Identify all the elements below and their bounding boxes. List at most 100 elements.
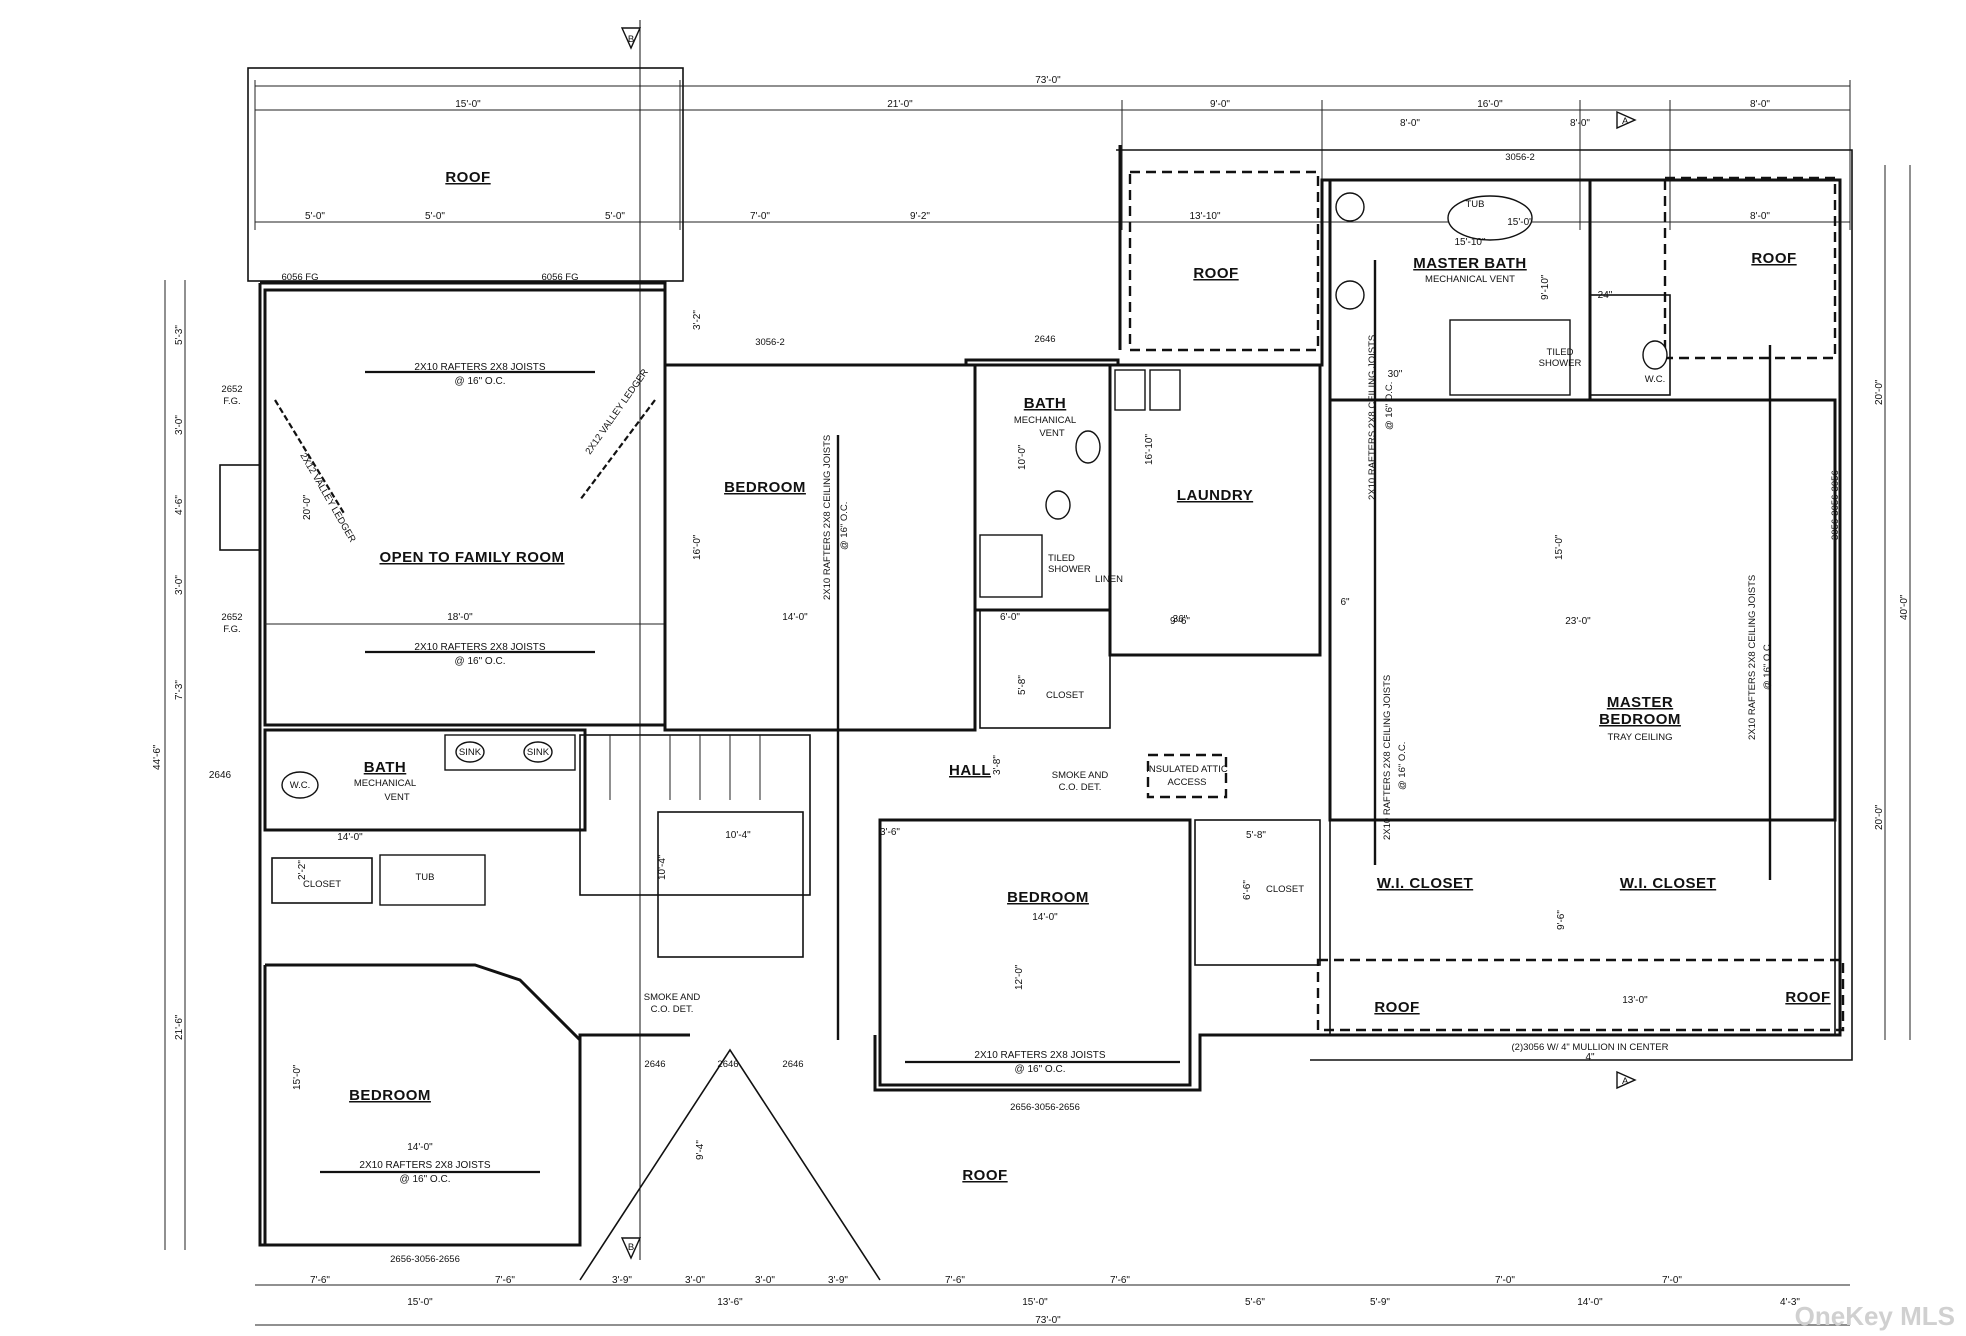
stair-height-dim: 10'-4" [657, 854, 668, 880]
dim-top-4: 16'-0" [1477, 99, 1503, 110]
tub-label-1: TUB [1466, 199, 1485, 210]
window-2656-3056-b: 2656-3056-2656 [1010, 1102, 1080, 1113]
dim-left-4: 3'-0" [174, 575, 185, 595]
laundry-label: LAUNDRY [1177, 487, 1253, 504]
bath-upper-label: BATH [1024, 395, 1067, 412]
dim-top-7: 8'-0" [1570, 118, 1590, 129]
window-2646-b1: 2646 [644, 1059, 665, 1070]
dim-top-2: 21'-0" [887, 99, 913, 110]
fg-label-b: F.G. [223, 624, 240, 635]
wi-closet-1-label: W.I. CLOSET [1377, 875, 1473, 892]
window-2652-b: 2652 [221, 612, 242, 623]
smoke-1: SMOKE AND [1052, 770, 1109, 781]
wic-width-dim: 13'-0" [1622, 995, 1648, 1006]
dim-r2-d: 7'-0" [750, 211, 770, 222]
oc-note-3: @ 16" O.C. [1015, 1064, 1066, 1075]
section-b-top-marker [620, 27, 642, 50]
roof-label-right-top: ROOF [1751, 250, 1796, 267]
rafters-note-2: 2X10 RAFTERS 2X8 JOISTS [414, 642, 545, 653]
dim-left-3: 4'-6" [174, 495, 185, 515]
oc-note-4: @ 16" O.C. [400, 1174, 451, 1185]
sink-icon [1335, 280, 1365, 310]
wic-height-dim: 9'-6" [1556, 910, 1567, 930]
valley-ledger-line [274, 399, 346, 516]
master-bath-width-dim: 15'-0" [1507, 217, 1533, 228]
sink-icon [1075, 430, 1101, 464]
section-a-bottom-marker [1616, 1070, 1637, 1090]
dim-right-2: 20'-0" [1874, 804, 1885, 830]
fg-label-a: F.G. [223, 396, 240, 407]
valley-ledger-note: 2X12 VALLEY LEDGER [583, 367, 650, 457]
mech-vent-2: MECHANICAL [354, 778, 416, 789]
sink-icon [1335, 192, 1365, 222]
roof-label-bottom-center: ROOF [962, 1167, 1007, 1184]
dim-left-2: 3'-0" [174, 415, 185, 435]
dim-b5: 5'-9" [1370, 1297, 1390, 1308]
dim-b3: 15'-0" [1022, 1297, 1048, 1308]
dim-24: 24" [1598, 290, 1613, 301]
bedroom-1-height-dim: 16'-0" [692, 534, 703, 560]
mech-vent-1: MECHANICAL [1014, 415, 1076, 426]
rafters-note-1: 2X10 RAFTERS 2X8 JOISTS [414, 362, 545, 373]
bedroom-1-label: BEDROOM [724, 479, 806, 496]
hall-label: HALL [949, 762, 991, 779]
toilet-icon [1642, 340, 1668, 370]
oc-note-2: @ 16" O.C. [455, 656, 506, 667]
closet-3-walls [1194, 819, 1321, 966]
dim-top-3: 9'-0" [1210, 99, 1230, 110]
bath-height-dim: 10'-0" [1017, 444, 1028, 470]
section-b-bottom-label: B [628, 1242, 634, 1253]
master-bath-label: MASTER BATH [1413, 255, 1527, 272]
dim-left-6: 21'-6" [174, 1014, 185, 1040]
bath-width-dim: 6'-0" [1000, 612, 1020, 623]
dim-c1: 7'-6" [310, 1275, 330, 1286]
attic-label: INSULATED ATTIC [1146, 764, 1228, 775]
dim-c9: 7'-0" [1495, 1275, 1515, 1286]
dim-top-6: 8'-0" [1400, 118, 1420, 129]
ceiling-note-4b: @ 16" O.C. [1762, 642, 1773, 690]
window-3056-a: 3056-2 [755, 337, 785, 348]
closet-hall-walls [979, 609, 1111, 729]
window-6056-a: 6056 FG [282, 272, 319, 283]
family-room-label: OPEN TO FAMILY ROOM [379, 549, 564, 566]
dim-left-1: 5'-3" [174, 325, 185, 345]
dim-left-overall: 44'-6" [152, 744, 163, 770]
closet-width-dim: 5'-8" [1246, 830, 1266, 841]
laundry-width-dim: 9'-6" [1170, 616, 1190, 627]
wi-closets-walls [1329, 819, 1836, 1036]
roof-label-bottom-right: ROOF [1785, 989, 1830, 1006]
roof-outline-left [247, 67, 684, 282]
dim-r2-e: 9'-2" [910, 211, 930, 222]
dim-c2: 7'-6" [495, 1275, 515, 1286]
roof-label-bottom-left-right: ROOF [1374, 999, 1419, 1016]
mullion-note: (2)3056 W/ 4" MULLION IN CENTER [1512, 1042, 1669, 1053]
washer-icon [1114, 369, 1146, 411]
roof-label-top-left: ROOF [445, 169, 490, 186]
master-wc-walls [1589, 294, 1671, 396]
sink-label-1: SINK [459, 747, 482, 758]
laundry-depth-dim: 16'-10" [1144, 434, 1155, 465]
window-2646-b3: 2646 [782, 1059, 803, 1070]
sink-label-2: SINK [527, 747, 550, 758]
bedroom-3-width-dim: 14'-0" [407, 1142, 433, 1153]
section-a-bottom-label: A [1622, 1076, 1629, 1087]
dim-30: 30" [1388, 369, 1403, 380]
ceiling-note-4: 2X10 RAFTERS 2X8 CEILING JOISTS [1747, 575, 1758, 740]
ceiling-note-3: 2X10 RAFTERS 2X8 CEILING JOISTS [1367, 335, 1378, 500]
tray-ceiling-label: TRAY CEILING [1607, 732, 1672, 743]
toilet-icon [281, 771, 319, 799]
dim-b6: 14'-0" [1577, 1297, 1603, 1308]
dim-6in: 6" [1340, 597, 1350, 608]
dim-top-5: 8'-0" [1750, 99, 1770, 110]
closet-2-label: CLOSET [1046, 690, 1084, 701]
bath-left-walls [263, 728, 587, 832]
tiled-shower-2 [1449, 319, 1571, 396]
dim-bottom-overall: 73'-0" [1035, 1315, 1061, 1326]
dim-c4: 3'-0" [685, 1275, 705, 1286]
closet-3-label: CLOSET [1266, 884, 1304, 895]
oc-note-1: @ 16" O.C. [455, 376, 506, 387]
dim-r2-h: 8'-0" [1750, 211, 1770, 222]
dim-b4: 5'-6" [1245, 1297, 1265, 1308]
ceiling-note-5: 2X10 RAFTERS 2X8 CEILING JOISTS [1382, 675, 1393, 840]
